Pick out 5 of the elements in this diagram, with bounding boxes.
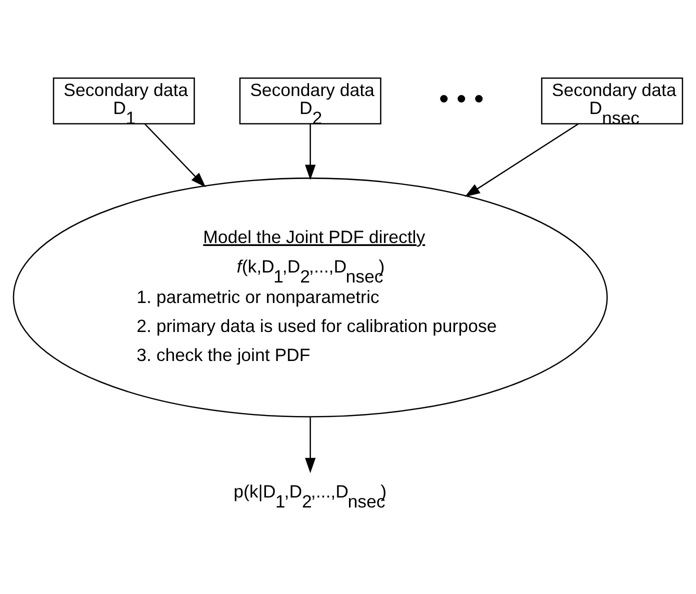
arrow xyxy=(464,123,578,196)
arrow xyxy=(304,416,316,473)
label: • • • xyxy=(439,82,484,114)
arrow xyxy=(144,123,206,187)
arrow xyxy=(304,124,316,180)
